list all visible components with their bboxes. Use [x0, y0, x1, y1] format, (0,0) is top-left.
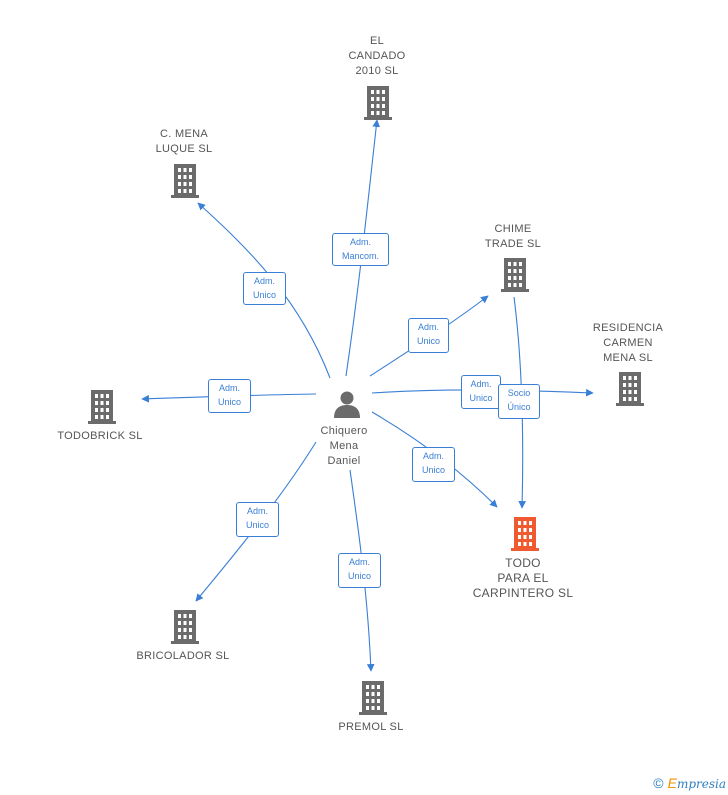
company-label-todobrick[interactable]: TODOBRICK SL	[57, 430, 143, 442]
company-label-el-candado[interactable]: EL CANDADO 2010 SL	[348, 35, 406, 77]
person-icon[interactable]	[334, 391, 360, 419]
company-label-residencia-carmen[interactable]: RESIDENCIA CARMEN MENA SL	[592, 322, 664, 364]
person-name[interactable]: Chiquero Mena Daniel	[320, 425, 368, 467]
building-icon-c-mena-luque[interactable]	[171, 164, 199, 198]
relation-label-to-premol: Adm. Unico	[338, 553, 381, 588]
relation-label-to-c-mena-luque: Adm. Unico	[243, 272, 286, 305]
building-icon-el-candado[interactable]	[364, 86, 392, 120]
relation-label-to-chime-trade: Adm. Unico	[408, 318, 449, 353]
relation-label-to-bricolador: Adm. Unico	[236, 502, 279, 537]
brand-logo-initial: E	[667, 775, 677, 791]
building-icon-todobrick[interactable]	[88, 390, 116, 424]
company-label-todo-para-el-carpintero[interactable]: TODO PARA EL CARPINTERO SL	[472, 556, 574, 600]
relation-label-to-todobrick: Adm. Unico	[208, 379, 251, 413]
relation-label-to-residencia-carmen: Adm. Unico	[461, 375, 501, 409]
company-label-chime-trade[interactable]: CHIME TRADE SL	[484, 223, 542, 250]
company-label-premol[interactable]: PREMOL SL	[338, 721, 404, 733]
building-icon-premol[interactable]	[359, 681, 387, 715]
brand-footer: © Empresia	[653, 775, 726, 791]
building-icon-residencia-carmen[interactable]	[616, 372, 644, 406]
brand-logo: Empresia	[668, 775, 726, 791]
building-icon-todo-para-el-carpintero[interactable]	[511, 517, 539, 551]
copyright-icon: ©	[653, 775, 664, 791]
relation-label-to-todo-para-el-carpintero: Adm. Unico	[412, 447, 455, 482]
building-icon-chime-trade[interactable]	[501, 258, 529, 292]
brand-logo-text: mpresia	[676, 777, 726, 791]
relation-label-chime-to-todo: Socio Único	[498, 384, 540, 419]
relation-label-to-el-candado: Adm. Mancom.	[332, 233, 389, 266]
company-label-c-mena-luque[interactable]: C. MENA LUQUE SL	[155, 128, 213, 155]
building-icon-bricolador[interactable]	[171, 610, 199, 644]
company-label-bricolador[interactable]: BRICOLADOR SL	[136, 650, 230, 662]
